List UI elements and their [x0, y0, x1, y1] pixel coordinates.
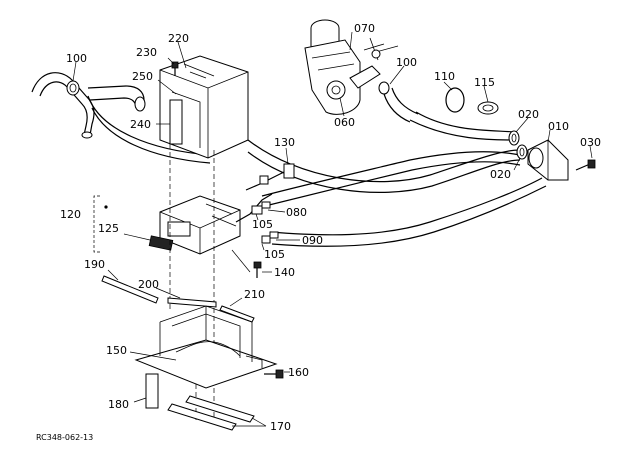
label-160: 160 — [288, 366, 309, 379]
bolt-140 — [253, 261, 262, 278]
bolt-030 — [575, 159, 596, 171]
hose-clamp-100-left — [66, 80, 80, 96]
connector-125 — [148, 235, 174, 251]
leader-lines — [72, 31, 593, 427]
label-120: 120 — [60, 208, 81, 221]
label-030: 030 — [580, 136, 601, 149]
connector-130 — [245, 163, 295, 191]
clamp-115 — [477, 101, 499, 115]
label-110: 110 — [434, 70, 455, 83]
label-060: 060 — [334, 116, 355, 129]
ref-dot — [104, 205, 108, 209]
part-labels: 100 220 230 250 240 070 060 100 110 115 … — [60, 22, 601, 433]
fitting-010 — [527, 139, 569, 181]
label-250: 250 — [132, 70, 153, 83]
label-070: 070 — [354, 22, 375, 35]
left-hose — [31, 72, 211, 164]
label-105-upper: 105 — [252, 218, 273, 231]
main-hoses — [247, 111, 547, 247]
label-220: 220 — [168, 32, 189, 45]
reference-code: RC348-062-13 — [36, 433, 93, 442]
label-020-lower: 020 — [490, 168, 511, 181]
cushions-170 — [167, 395, 255, 431]
label-140: 140 — [274, 266, 295, 279]
label-090: 090 — [302, 234, 323, 247]
label-130: 130 — [274, 136, 295, 149]
bracket-150 — [134, 305, 278, 389]
hose-clamp-100-right — [378, 81, 419, 123]
label-180: 180 — [108, 398, 129, 411]
tank-220 — [159, 55, 249, 159]
label-150: 150 — [106, 344, 127, 357]
label-080: 080 — [286, 206, 307, 219]
cushion-190 — [101, 275, 159, 304]
label-230: 230 — [136, 46, 157, 59]
screw-230 — [171, 61, 179, 76]
clamp-020-lower — [516, 144, 528, 160]
sensors — [251, 201, 279, 244]
cushion-200 — [167, 297, 217, 308]
label-210: 210 — [244, 288, 265, 301]
water-valve — [304, 19, 399, 115]
label-010: 010 — [548, 120, 569, 133]
label-190: 190 — [84, 258, 105, 271]
bolt-160 — [264, 369, 284, 379]
cushion-210 — [219, 305, 255, 323]
label-170: 170 — [270, 420, 291, 433]
label-115: 115 — [474, 76, 495, 89]
label-100-left: 100 — [66, 52, 87, 65]
clamp-110 — [445, 87, 465, 113]
label-200: 200 — [138, 278, 159, 291]
controller-120 — [159, 193, 273, 255]
cushion-180 — [145, 373, 159, 409]
label-125: 125 — [98, 222, 119, 235]
label-240: 240 — [130, 118, 151, 131]
label-020-upper: 020 — [518, 108, 539, 121]
clamp-020-upper — [508, 130, 520, 146]
label-100-right: 100 — [396, 56, 417, 69]
label-105-lower: 105 — [264, 248, 285, 261]
